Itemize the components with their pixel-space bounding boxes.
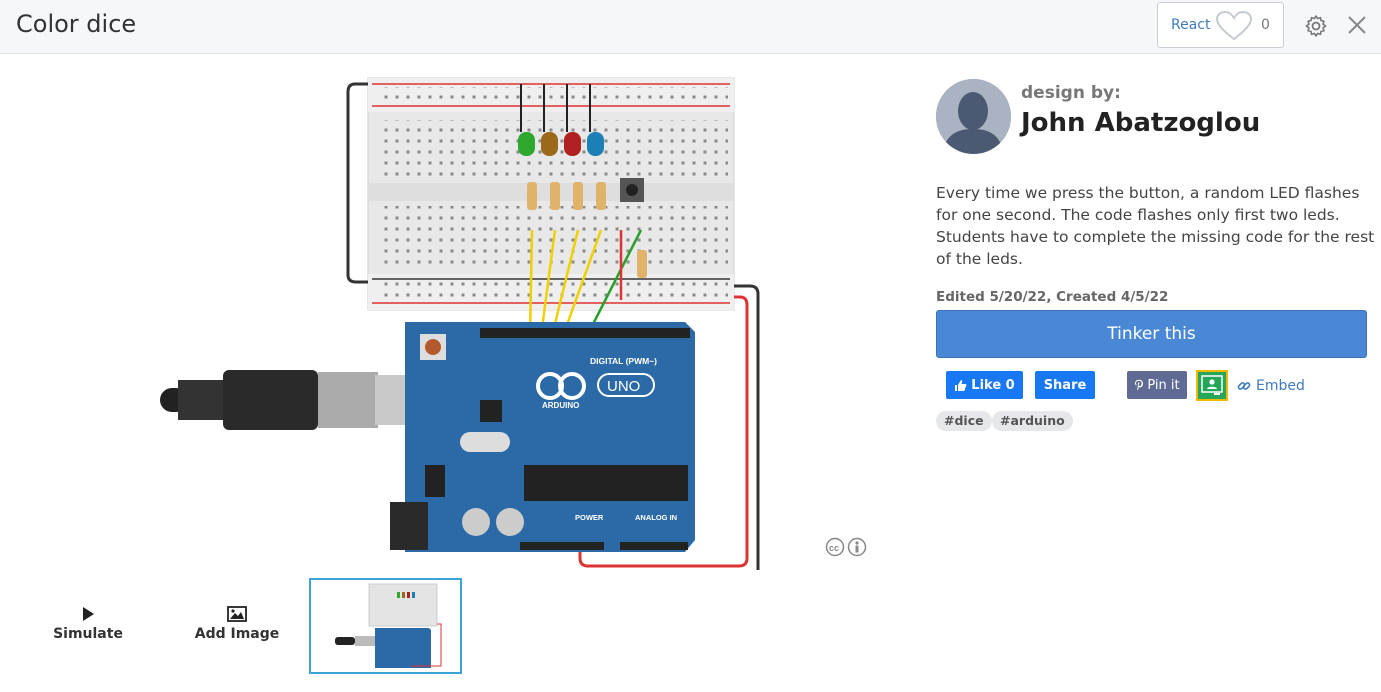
resistor-row[interactable] — [527, 182, 647, 278]
svg-text:cc: cc — [829, 543, 839, 553]
thumbs-up-icon — [955, 379, 967, 391]
image-icon — [227, 606, 247, 622]
facebook-share-button[interactable]: Share — [1035, 371, 1095, 399]
facebook-like-label: Like 0 — [971, 377, 1015, 393]
thumbnail-preview — [335, 583, 442, 668]
board-power-label: POWER — [575, 513, 604, 522]
pinterest-icon — [1135, 379, 1144, 390]
usb-cable[interactable] — [160, 370, 405, 430]
heart-icon — [1216, 11, 1252, 41]
tag-dice[interactable]: #dice — [936, 411, 992, 431]
close-icon[interactable] — [1346, 14, 1368, 36]
tinker-this-button[interactable]: Tinker this — [936, 310, 1367, 358]
edit-dates: Edited 5/20/22, Created 4/5/22 — [936, 289, 1169, 305]
google-classroom-icon — [1201, 375, 1223, 395]
design-description: Every time we press the button, a random… — [936, 184, 1375, 268]
board-digital-label: DIGITAL (PWM~) — [590, 356, 657, 366]
push-button[interactable] — [620, 178, 644, 202]
design-by-label: design by: — [1021, 83, 1121, 103]
simulate-button[interactable]: Simulate — [28, 606, 148, 642]
creative-commons-icon: cc — [825, 537, 867, 557]
react-button[interactable]: React 0 — [1157, 2, 1284, 48]
author-name[interactable]: John Abatzoglou — [1021, 108, 1261, 138]
facebook-like-button[interactable]: Like 0 — [946, 371, 1023, 399]
circuit-canvas[interactable]: DIGITAL (PWM~) ARDUINO UNO POWER ANALOG … — [150, 70, 890, 575]
pinterest-button[interactable]: Pin it — [1127, 371, 1187, 399]
led-row[interactable] — [518, 84, 604, 156]
board-model: UNO — [607, 378, 640, 395]
board-brand: ARDUINO — [542, 401, 579, 410]
play-icon — [83, 607, 94, 621]
arduino-board[interactable]: DIGITAL (PWM~) ARDUINO UNO POWER ANALOG … — [390, 322, 695, 552]
design-thumbnail[interactable] — [309, 578, 462, 674]
user-silhouette-icon — [936, 79, 1011, 154]
embed-label: Embed — [1256, 378, 1305, 394]
header-bar: Color dice React 0 — [0, 0, 1381, 54]
page-title: Color dice — [16, 10, 137, 38]
add-image-button[interactable]: Add Image — [177, 606, 297, 642]
link-icon — [1237, 382, 1251, 390]
add-image-label: Add Image — [194, 626, 280, 642]
gear-icon[interactable] — [1304, 14, 1328, 38]
google-classroom-button[interactable] — [1196, 370, 1228, 401]
pinterest-label: Pin it — [1147, 377, 1180, 393]
simulate-label: Simulate — [53, 626, 123, 642]
avatar[interactable] — [936, 79, 1011, 154]
tag-arduino[interactable]: #arduino — [992, 411, 1073, 431]
react-label: React — [1171, 17, 1211, 33]
embed-link[interactable]: Embed — [1237, 378, 1305, 394]
react-count: 0 — [1261, 17, 1270, 33]
board-analog-label: ANALOG IN — [635, 513, 677, 522]
